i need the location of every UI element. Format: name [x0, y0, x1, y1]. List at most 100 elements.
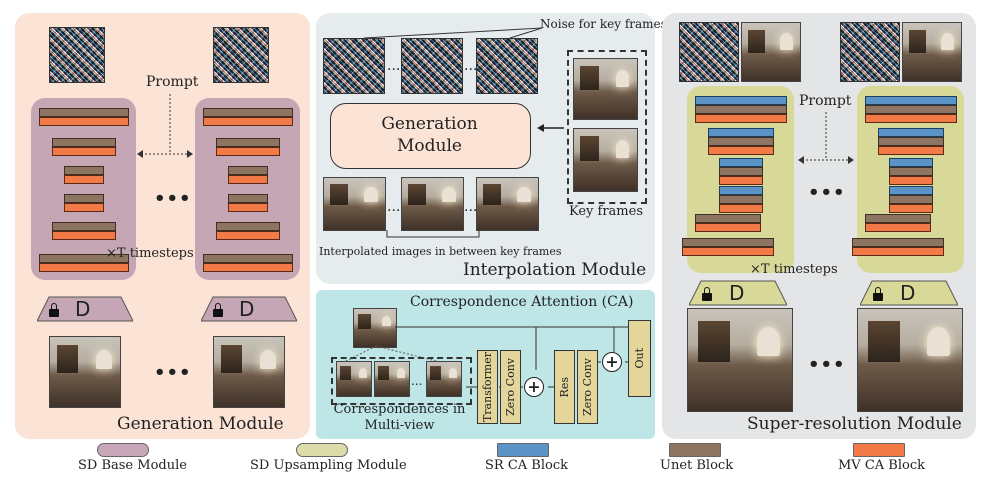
lowres-image [902, 22, 962, 82]
generation-module-box-label: Generation Module [330, 113, 529, 157]
unet-block [708, 137, 774, 146]
generation-module-text: Generation Module [381, 114, 478, 156]
ellipsis: ••• [808, 354, 846, 375]
mv-ca-block [878, 146, 944, 155]
legend-swatch-mv-ca [853, 443, 905, 457]
highres-image [687, 308, 793, 412]
ellipsis: ••• [808, 182, 846, 203]
mv-ca-block [889, 204, 933, 213]
decoder-block: D [860, 280, 958, 306]
ellipsis: ... [387, 199, 401, 215]
legend-label-mv-ca: MV CA Block [838, 458, 925, 473]
mv-ca-block [52, 147, 116, 156]
correspondence-image [336, 361, 372, 397]
lock-icon [49, 303, 59, 317]
ca-input-image [353, 308, 397, 348]
correspondence-image [374, 361, 410, 397]
interpolated-image [401, 177, 464, 231]
correspondences-text: Correspondences in Multi-view [333, 402, 466, 433]
decoder-label: D [729, 281, 745, 305]
interpolated-image [476, 177, 539, 231]
key-frame-image [573, 58, 638, 120]
decoder-block: D [37, 296, 133, 322]
mv-ca-block [64, 175, 104, 184]
sr-ca-block [695, 96, 787, 105]
generation-module-box [330, 103, 531, 169]
unet-block [889, 195, 933, 204]
unet-block [719, 195, 763, 204]
timesteps-label: ×T timesteps [750, 262, 838, 277]
mv-ca-block [203, 117, 293, 126]
unet-block [695, 105, 787, 114]
mv-ca-block [228, 175, 268, 184]
out-block: Out [628, 320, 651, 397]
unet-block [216, 222, 280, 231]
sr-ca-block [708, 128, 774, 137]
prompt-arrows [798, 112, 854, 164]
noise-key-frames-label: Noise for key frames [540, 17, 667, 31]
out-label: Out [633, 348, 646, 369]
unet-block [203, 108, 293, 117]
ellipsis: ... [411, 374, 423, 388]
ellipsis: ... [387, 58, 401, 74]
lowres-image [741, 22, 801, 82]
decoder-block: D [689, 280, 787, 306]
sr-ca-block [719, 158, 763, 167]
ellipsis: ••• [154, 362, 192, 383]
mv-ca-block [865, 223, 931, 232]
legend-swatch-sd-upsampling [296, 443, 348, 457]
mv-ca-block [719, 176, 763, 185]
ca-title: Correspondence Attention (CA) [410, 294, 634, 310]
interpolated-image [323, 177, 386, 231]
decoder-label: D [239, 297, 255, 321]
res-label: Res [558, 376, 571, 398]
mv-ca-block [865, 114, 957, 123]
noise-image [401, 38, 463, 94]
unet-block [695, 214, 761, 223]
mv-ca-block [889, 176, 933, 185]
noise-image [323, 38, 385, 94]
generated-image [49, 336, 121, 408]
arrow-keyframes-to-module [537, 124, 564, 132]
noise-image [49, 27, 105, 83]
zero-conv-label: Zero Conv [504, 358, 517, 416]
unet-block [682, 238, 774, 247]
unet-block [878, 137, 944, 146]
timesteps-label: ×T timesteps [106, 246, 194, 261]
unet-block [216, 138, 280, 147]
interpolated-images-label: Interpolated images in between key frame… [319, 245, 562, 258]
sd-base-unet [195, 98, 300, 280]
legend-label-unet: Unet Block [660, 458, 734, 473]
correspondences-label: Correspondences in Multi-view [331, 402, 468, 434]
super-resolution-module-title: Super-resolution Module [747, 414, 962, 434]
lock-icon [702, 287, 712, 301]
mv-ca-block [52, 231, 116, 240]
decoder-block: D [201, 296, 297, 322]
sr-ca-block [889, 158, 933, 167]
transformer-label: Transformer [481, 351, 494, 423]
unet-block [228, 166, 268, 175]
noise-image [213, 27, 269, 83]
unet-block [852, 238, 944, 247]
mv-ca-block [719, 204, 763, 213]
decoder-label: D [75, 297, 91, 321]
sr-ca-block [719, 186, 763, 195]
noise-image [679, 22, 739, 82]
mv-ca-block [852, 247, 944, 256]
add-operator-icon: + [524, 377, 544, 397]
unet-block [228, 194, 268, 203]
unet-block [39, 254, 129, 263]
key-frame-image [573, 128, 638, 192]
transformer-block: Transformer [477, 350, 498, 424]
ca-flow-lines [343, 320, 646, 388]
highres-image [857, 308, 963, 412]
prompt-label: Prompt [146, 74, 199, 90]
interpolation-module-title: Interpolation Module [463, 260, 647, 280]
decoder-label: D [900, 281, 916, 305]
generation-module-title: Generation Module [117, 414, 284, 434]
correspondences-box [331, 357, 472, 405]
mv-ca-block [64, 203, 104, 212]
zero-conv-label: Zero Conv [581, 358, 594, 416]
unet-block [52, 222, 116, 231]
key-frames-label: Key frames [569, 204, 644, 219]
